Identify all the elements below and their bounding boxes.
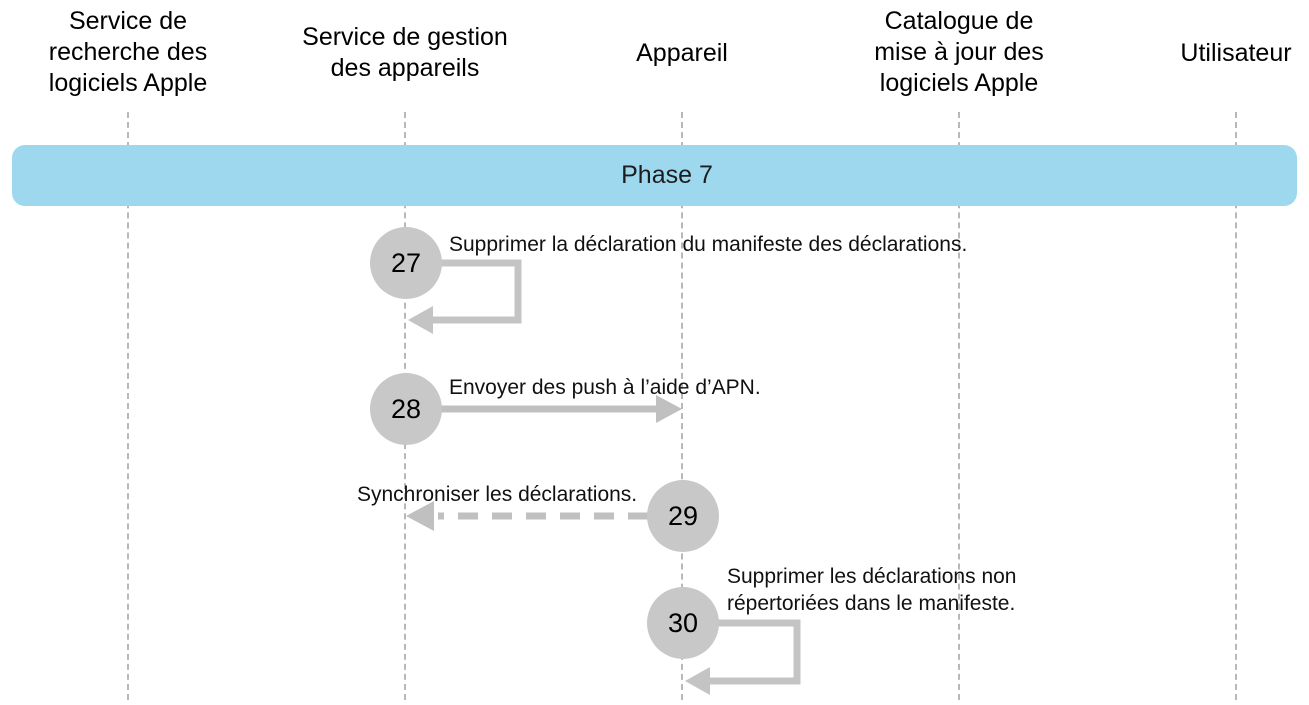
step-label-29: Synchroniser les déclarations. (357, 483, 638, 506)
lane-header-apple-software-lookup-service: Service de recherche des logiciels Apple (48, 7, 208, 97)
lifeline-apple-software-lookup-service (127, 112, 131, 700)
phase-banner: Phase 7 (12, 145, 1297, 206)
phase-banner-label: Phase 7 (621, 161, 713, 189)
lane-header-apple-software-update-catalog: Catalogue de mise à jour des logiciels A… (874, 7, 1044, 97)
lifeline-apple-software-update-catalog (958, 112, 962, 700)
step-label-30: Supprimer les déclarations non répertori… (727, 565, 1017, 615)
step-label-28: Envoyer des push à l’aide d’APN. (449, 376, 761, 399)
step-circle-30[interactable]: 30 (647, 587, 719, 659)
lane-header-device-management-service: Service de gestion des appareils (302, 23, 508, 82)
lifeline-user (1235, 112, 1239, 700)
lane-header-user: Utilisateur (1180, 39, 1292, 67)
step-label-27: Supprimer la déclaration du manifeste de… (449, 233, 968, 256)
step-circle-29[interactable]: 29 (647, 480, 719, 552)
lifeline-device (681, 112, 685, 700)
step-circle-28[interactable]: 28 (370, 373, 442, 445)
lane-header-device: Appareil (636, 39, 728, 67)
step-circle-27[interactable]: 27 (370, 227, 442, 299)
